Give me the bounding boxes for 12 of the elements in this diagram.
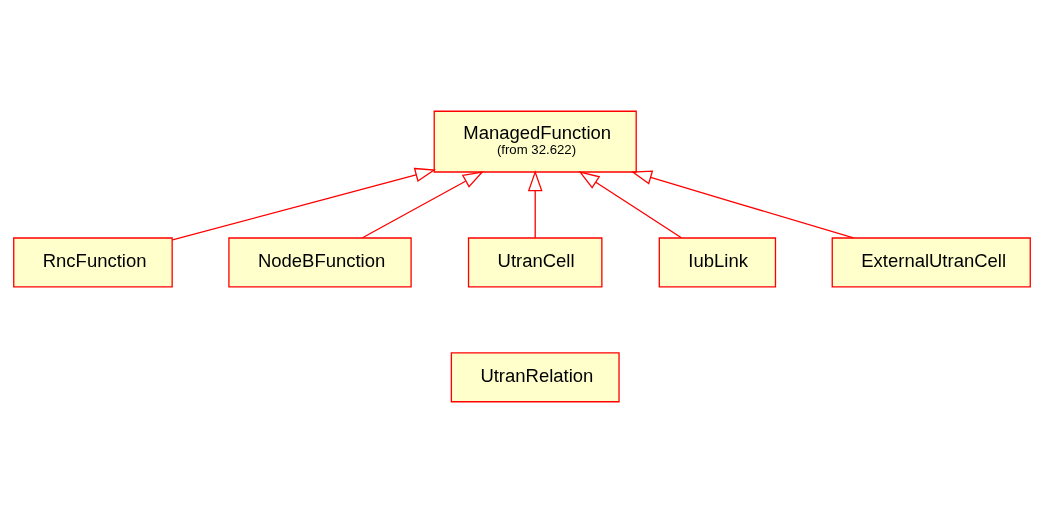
node-box: IubLink: [658, 236, 777, 288]
node-box: RncFunction: [13, 236, 173, 288]
arrow: [361, 170, 484, 238]
node-box: NodeBFunction: [228, 236, 412, 288]
node-box: UtranRelation: [450, 351, 620, 402]
node-box: ExternalUtranCell: [831, 236, 1031, 288]
arrow: [630, 169, 855, 239]
node-box: UtranCell: [467, 236, 603, 288]
arrow: [578, 170, 683, 238]
node-box: ManagedFunction (from 32.622): [433, 110, 637, 173]
arrow: [527, 169, 543, 238]
arrow: [171, 167, 437, 241]
